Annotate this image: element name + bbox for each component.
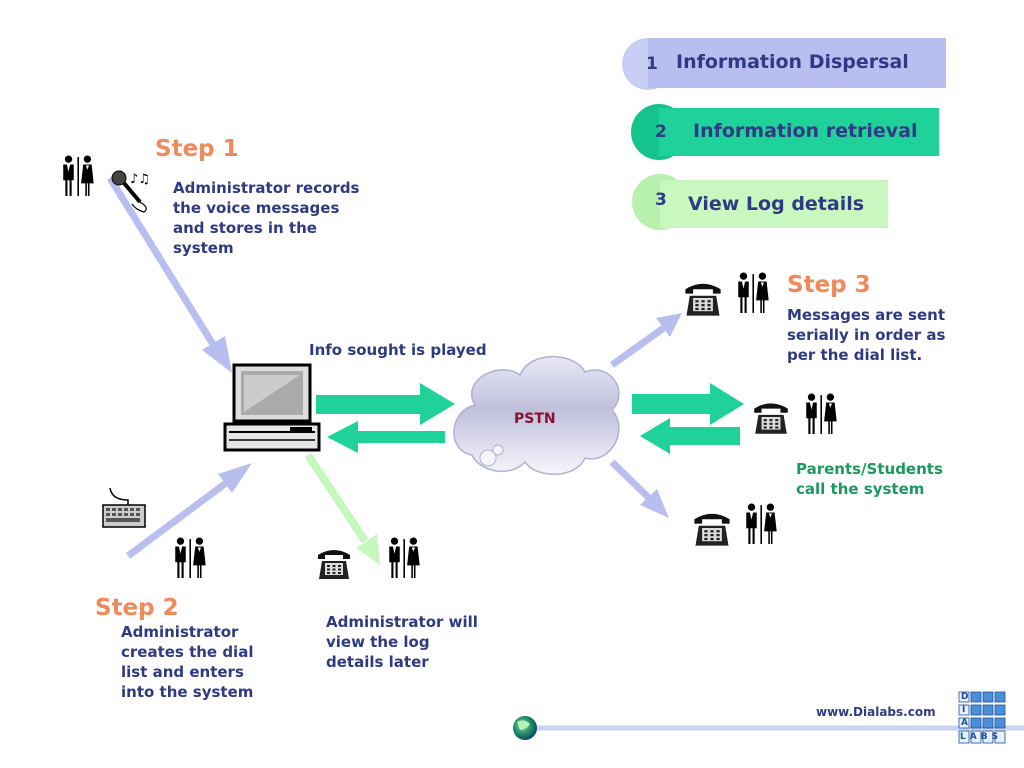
computer-icon	[223, 363, 321, 452]
globe-icon	[513, 716, 537, 740]
telephone-icon	[685, 283, 721, 316]
people-icon	[389, 538, 419, 578]
microphone-icon: ♪♫	[111, 170, 150, 213]
arrow-step1-to-computer	[107, 176, 232, 373]
keyboard-icon	[102, 487, 146, 528]
menu-label: View Log details	[688, 193, 865, 215]
info-played-label: Info sought is played	[309, 341, 487, 359]
menu-number: 1	[646, 54, 658, 74]
people-icon	[746, 504, 776, 544]
logo-letter-i: I	[962, 705, 966, 715]
menu-label: Information retrieval	[693, 120, 918, 142]
cloud-icon	[453, 355, 620, 475]
arrow-step2-to-computer	[125, 463, 252, 559]
pstn-label: PSTN	[514, 411, 556, 427]
step3-title: Step 3	[787, 272, 871, 298]
menu-item-information-dispersal[interactable]: 1 Information Dispersal	[622, 38, 946, 90]
people-icon	[175, 538, 205, 578]
arrow-computer-to-log	[304, 452, 380, 565]
logo-letter-a: A	[961, 718, 968, 728]
menu-number: 2	[655, 122, 667, 142]
arrow-computer-to-pstn	[316, 383, 455, 425]
telephone-icon	[754, 403, 788, 434]
telephone-icon	[318, 550, 350, 579]
arrow-pstn-to-phone-mid	[632, 383, 744, 425]
website-link[interactable]: www.Dialabs.com	[816, 705, 936, 719]
people-icon	[63, 156, 93, 196]
svg-text:♪♫: ♪♫	[130, 172, 150, 187]
people-icon	[806, 394, 836, 434]
step1-title: Step 1	[155, 136, 239, 162]
arrow-pstn-to-phone-top	[609, 313, 682, 368]
menu-item-information-retrieval[interactable]: 2 Information retrieval	[631, 104, 939, 160]
menu-label: Information Dispersal	[676, 51, 909, 73]
people-icon	[738, 273, 768, 313]
menu-item-view-log-details[interactable]: 3 View Log details	[632, 174, 888, 230]
logo-labs: LABS	[960, 732, 1003, 742]
dialabs-logo-icon	[958, 691, 1006, 744]
arrow-pstn-to-phone-bottom	[609, 459, 669, 518]
logo-letter-d: D	[961, 692, 969, 702]
telephone-icon	[694, 513, 730, 546]
menu-number: 3	[655, 190, 667, 210]
arrow-phone-to-pstn	[640, 418, 740, 454]
arrow-pstn-to-computer	[327, 421, 445, 453]
step2-title: Step 2	[95, 595, 179, 621]
